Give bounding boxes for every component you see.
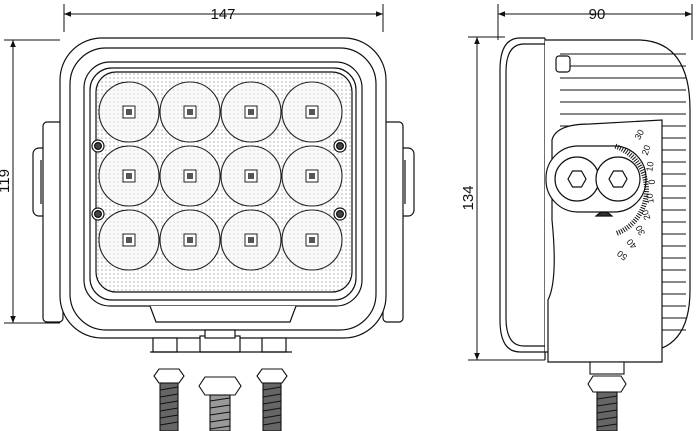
led-reflector bbox=[220, 145, 282, 207]
angle-label-upper: 0 bbox=[647, 179, 657, 184]
terminal-stud-center bbox=[198, 376, 242, 431]
lens-screw bbox=[91, 139, 105, 153]
hex-socket-icon bbox=[608, 170, 628, 188]
angle-tick bbox=[620, 146, 625, 152]
angle-tick bbox=[638, 166, 644, 170]
dimension-label-119: 119 bbox=[0, 169, 13, 193]
angle-label-upper: 20 bbox=[640, 144, 653, 157]
led-reflector bbox=[98, 209, 160, 271]
led-grid bbox=[98, 81, 343, 271]
angle-tick bbox=[624, 149, 629, 155]
angle-tick bbox=[639, 208, 645, 212]
bottom-tab bbox=[149, 305, 297, 323]
lens-screw bbox=[333, 139, 347, 153]
angle-tick bbox=[633, 158, 638, 163]
angle-tick bbox=[643, 197, 649, 200]
top-notch bbox=[555, 55, 571, 73]
front-bezel-inner-line bbox=[505, 43, 545, 347]
angle-tick bbox=[642, 200, 648, 203]
led-reflector bbox=[220, 81, 282, 143]
angle-tick bbox=[618, 145, 622, 151]
angle-tick bbox=[640, 171, 646, 174]
angle-tick bbox=[643, 183, 649, 186]
angle-tick bbox=[635, 214, 641, 219]
angle-scale-labels: 30 20 10 0 10 20 30 40 50 bbox=[615, 128, 657, 263]
angle-tick bbox=[614, 143, 618, 149]
angle-tick bbox=[622, 227, 626, 233]
dimension-label-147: 147 bbox=[210, 6, 235, 23]
dimension-width-front bbox=[63, 4, 384, 32]
led-reflector bbox=[159, 145, 221, 207]
lens-screw bbox=[333, 207, 347, 221]
angle-tick bbox=[632, 218, 638, 223]
angle-tick bbox=[637, 164, 643, 168]
angle-label-lower: 50 bbox=[615, 248, 629, 262]
led-reflector bbox=[159, 209, 221, 271]
led-reflector bbox=[281, 145, 343, 207]
right-mount-bracket bbox=[382, 121, 415, 323]
angle-tick bbox=[630, 154, 635, 159]
angle-tick bbox=[639, 168, 645, 172]
pointer-pin bbox=[594, 211, 614, 217]
angle-tick bbox=[634, 216, 639, 221]
angle-tick bbox=[643, 195, 649, 198]
angle-tick bbox=[618, 229, 622, 235]
angle-tick bbox=[641, 173, 647, 177]
led-reflector bbox=[220, 209, 282, 271]
angle-tick bbox=[641, 202, 648, 205]
angle-tick bbox=[631, 220, 636, 225]
terminal-stud-left bbox=[153, 368, 185, 431]
side-terminal-stud bbox=[587, 361, 627, 431]
bezel-inner bbox=[89, 67, 357, 301]
angle-label-upper: 10 bbox=[644, 161, 655, 172]
led-reflector bbox=[159, 81, 221, 143]
angle-tick bbox=[628, 152, 633, 158]
angle-tick bbox=[641, 204, 647, 208]
angle-tick bbox=[634, 160, 640, 164]
side-view-details bbox=[545, 55, 663, 363]
hex-socket-icon bbox=[567, 170, 587, 188]
dimension-label-134: 134 bbox=[460, 185, 477, 210]
front-bezel-profile bbox=[499, 37, 545, 353]
led-reflector bbox=[98, 81, 160, 143]
led-reflector bbox=[281, 209, 343, 271]
angle-tick bbox=[616, 144, 620, 150]
angle-tick bbox=[622, 148, 627, 153]
led-reflector bbox=[98, 145, 160, 207]
angle-tick bbox=[627, 223, 632, 228]
angle-label-lower: 40 bbox=[625, 237, 639, 251]
angle-tick bbox=[620, 228, 624, 234]
angle-label-lower: 10 bbox=[644, 193, 655, 204]
led-reflector bbox=[281, 81, 343, 143]
dimension-height-front bbox=[4, 39, 60, 324]
terminal-stud-right bbox=[256, 368, 288, 431]
dimension-label-90: 90 bbox=[589, 6, 606, 23]
angle-tick bbox=[631, 156, 637, 161]
angle-tick bbox=[626, 224, 630, 230]
angle-scale bbox=[614, 143, 650, 236]
angle-label-upper: 30 bbox=[633, 128, 647, 142]
angle-tick bbox=[629, 221, 634, 227]
angle-tick bbox=[642, 176, 648, 179]
dimension-height-side bbox=[468, 36, 545, 361]
angle-label-lower: 20 bbox=[640, 209, 653, 222]
lens-screw bbox=[91, 207, 105, 221]
angle-label-lower: 30 bbox=[634, 224, 648, 238]
angle-tick bbox=[643, 180, 649, 183]
angle-tick bbox=[642, 178, 648, 181]
angle-tick bbox=[638, 210, 644, 215]
angle-tick bbox=[626, 151, 631, 156]
angle-tick bbox=[616, 230, 619, 236]
angle-tick bbox=[636, 162, 641, 166]
connector-block bbox=[150, 329, 292, 353]
angle-tick bbox=[640, 206, 646, 210]
dimension-depth-side bbox=[497, 4, 693, 40]
angle-tick bbox=[624, 226, 628, 231]
left-mount-bracket bbox=[32, 121, 64, 323]
angle-tick bbox=[637, 212, 642, 217]
